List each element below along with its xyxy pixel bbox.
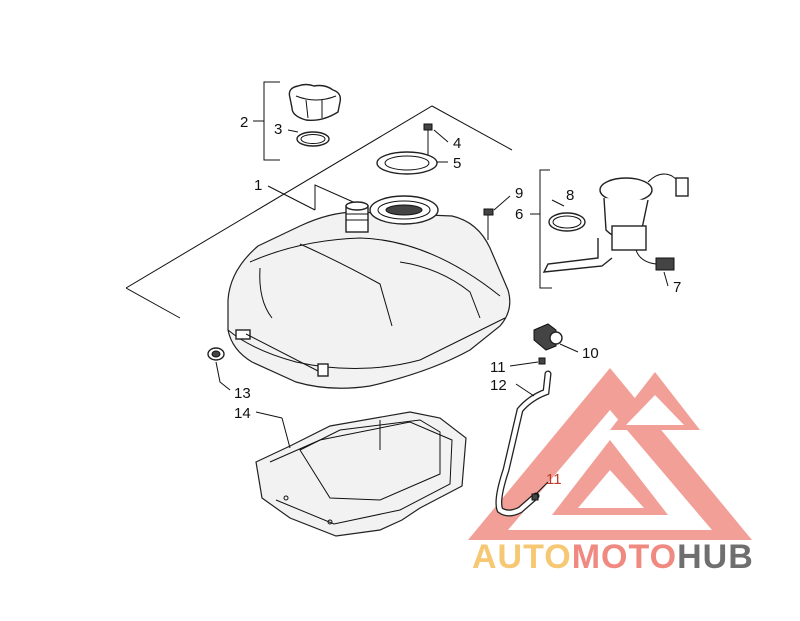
bracket-1-foot: [125, 287, 181, 319]
callout-9: 9: [515, 185, 523, 202]
watermark-moto: MOTO: [572, 538, 677, 576]
callout-6: 6: [515, 206, 523, 223]
clamp-lower: [531, 493, 539, 501]
fuel-pump: [542, 173, 689, 273]
leader-11-upper: [509, 361, 539, 367]
callout-3: 3: [274, 121, 282, 138]
bracket-1: [125, 105, 513, 289]
logo-center-inner: [578, 470, 644, 508]
gasket: [376, 151, 438, 175]
callout-2: 2: [240, 114, 248, 131]
elbow-fitting: [533, 323, 563, 351]
callout-14: 14: [234, 405, 251, 422]
clamp-upper: [538, 357, 546, 365]
fuel-tank: [227, 211, 511, 389]
callout-11-upper: 11: [490, 359, 506, 376]
logo-small-inner: [626, 395, 684, 425]
leader-7: [663, 271, 669, 287]
leader-14b: [281, 417, 291, 449]
leader-4: [433, 129, 449, 143]
grommet: [207, 347, 225, 361]
leader-14: [255, 411, 283, 419]
watermark-hub: HUB: [677, 538, 754, 576]
leader-8: [551, 199, 565, 207]
leader-11-lower: [535, 481, 549, 495]
leader-1-to-neck: [314, 184, 361, 210]
callout-12: 12: [490, 377, 507, 394]
watermark-text: AUTOMOTOHUB: [472, 538, 754, 576]
callout-5: 5: [453, 155, 461, 172]
leader-13: [215, 361, 231, 391]
leader-3: [287, 129, 299, 133]
screw-9: [483, 208, 494, 240]
callout-11-lower: 11: [546, 471, 562, 488]
bracket-6: [539, 169, 552, 289]
callout-8: 8: [566, 187, 574, 204]
callout-4: 4: [453, 135, 461, 152]
leader-12: [515, 383, 535, 397]
filler-neck: [345, 201, 369, 233]
screw-4: [423, 123, 433, 156]
callout-7: 7: [673, 279, 681, 296]
pump-opening: [369, 195, 439, 225]
leader-9: [493, 195, 511, 211]
callout-13: 13: [234, 385, 251, 402]
watermark-auto: AUTO: [472, 538, 572, 576]
callout-10: 10: [582, 345, 599, 362]
heat-shield: [255, 411, 467, 537]
fuel-cap: [288, 83, 342, 122]
leader-10: [559, 343, 579, 353]
callout-1: 1: [254, 177, 262, 194]
leader-1: [267, 185, 316, 211]
